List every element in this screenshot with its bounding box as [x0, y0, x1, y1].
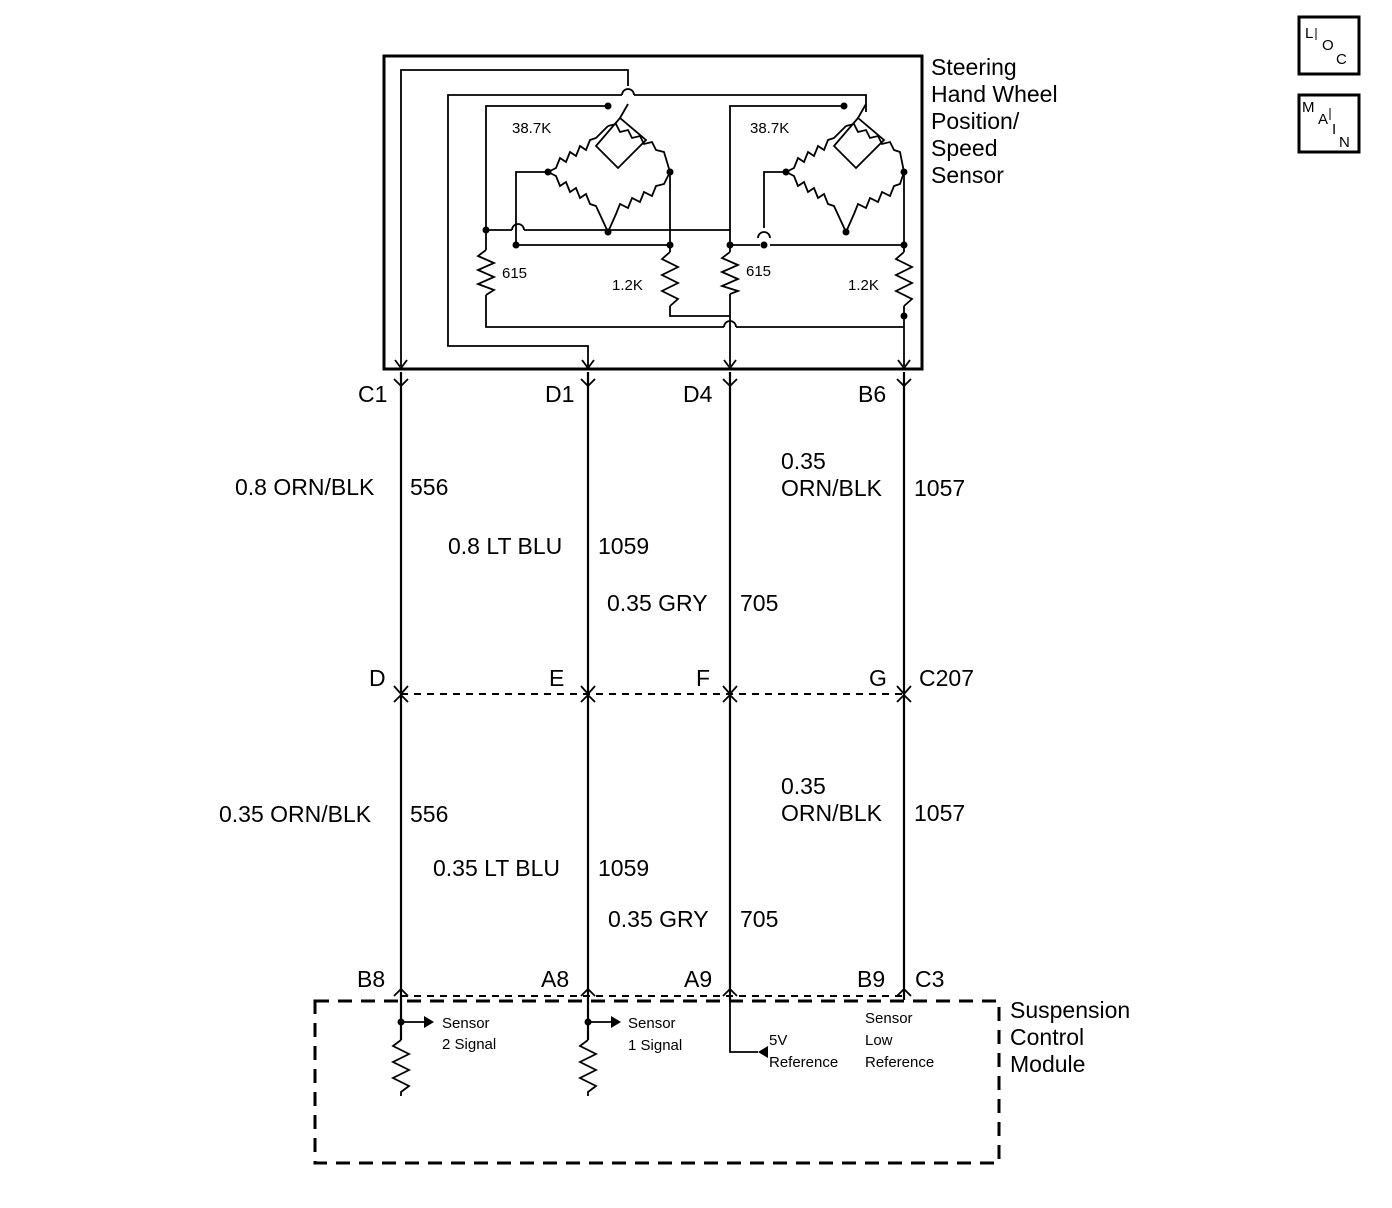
- sensor-housing: [382, 54, 924, 371]
- svg-text:Sensor: Sensor: [865, 1010, 913, 1027]
- resistor-12k-right: 1.2K: [848, 251, 915, 307]
- svg-text:Low: Low: [865, 1032, 893, 1049]
- wire-556-lower-color: 0.35 ORN/BLK: [219, 801, 372, 827]
- svg-text:N: N: [1339, 134, 1350, 151]
- wire-556-upper-color: 0.8 ORN/BLK: [235, 474, 375, 500]
- svg-text:C: C: [1336, 51, 1347, 68]
- upper-wire-labels: 0.8 ORN/BLK 556 0.8 LT BLU 1059 0.35 GRY…: [235, 448, 965, 616]
- bridge-left: 38.7K: [512, 103, 671, 233]
- resistor-12k-left: 1.2K: [612, 251, 681, 307]
- wire-705-lower-color: 0.35 GRY: [608, 906, 709, 932]
- main-wires: [393, 372, 912, 1000]
- main-button[interactable]: M A I N: [1297, 93, 1361, 154]
- bridge-left-label: 38.7K: [512, 120, 551, 137]
- svg-text:Module: Module: [1010, 1051, 1085, 1077]
- svg-text:Position/: Position/: [931, 108, 1020, 134]
- wire-1059-upper-color: 0.8 LT BLU: [448, 533, 562, 559]
- sensor-internal-wiring: [400, 69, 905, 366]
- junction-dots: [482, 102, 908, 320]
- c207-pin-f: F: [696, 665, 710, 691]
- module-terminals: B8 A8 A9 B9 C3: [357, 966, 944, 997]
- svg-text:Control: Control: [1010, 1024, 1084, 1050]
- lower-wire-labels: 0.35 ORN/BLK 556 0.35 LT BLU 1059 0.35 G…: [219, 773, 965, 932]
- c207-name: C207: [919, 665, 974, 691]
- svg-text:Steering: Steering: [931, 54, 1017, 80]
- wire-556-upper-circuit: 556: [410, 474, 448, 500]
- wire-1057-lower-circuit: 1057: [914, 800, 965, 826]
- terminal-a9: A9: [684, 966, 712, 992]
- svg-text:A: A: [1318, 111, 1328, 128]
- wire-1059-upper-circuit: 1059: [598, 533, 649, 559]
- svg-text:1.2K: 1.2K: [848, 277, 879, 294]
- svg-text:I: I: [1332, 121, 1336, 138]
- svg-text:L: L: [1305, 25, 1313, 42]
- wire-705-upper-color: 0.35 GRY: [607, 590, 708, 616]
- svg-text:Speed: Speed: [931, 135, 998, 161]
- wire-705-upper-circuit: 705: [740, 590, 778, 616]
- loc-button[interactable]: L O C: [1297, 15, 1361, 76]
- svg-text:M: M: [1302, 99, 1315, 116]
- module-housing: [313, 999, 1001, 1165]
- resistor-615-left: 615: [475, 249, 527, 296]
- terminal-b9: B9: [857, 966, 885, 992]
- terminal-c1: C1: [358, 381, 387, 407]
- svg-text:2 Signal: 2 Signal: [442, 1036, 496, 1053]
- terminal-d4: D4: [683, 381, 713, 407]
- c207-pin-d: D: [369, 665, 386, 691]
- terminal-b6: B6: [858, 381, 886, 407]
- wire-556-lower-circuit: 556: [410, 801, 448, 827]
- svg-text:Reference: Reference: [865, 1054, 934, 1071]
- svg-text:1.2K: 1.2K: [612, 277, 643, 294]
- connector-c207: D E F G C207: [369, 665, 974, 703]
- module-title: Suspension Control Module: [1010, 997, 1130, 1077]
- wire-1057-upper-circuit: 1057: [914, 475, 965, 501]
- wire-1057-lower-color: ORN/BLK: [781, 800, 883, 826]
- module-sensor2-circuit: Sensor 2 Signal: [390, 1000, 496, 1096]
- svg-text:Sensor: Sensor: [931, 162, 1004, 188]
- wire-1059-lower-circuit: 1059: [598, 855, 649, 881]
- svg-text:Reference: Reference: [769, 1054, 838, 1071]
- svg-text:1 Signal: 1 Signal: [628, 1037, 682, 1054]
- sensor-title: Steering Hand Wheel Position/ Speed Sens…: [931, 54, 1058, 188]
- wire-1057-upper-gauge: 0.35: [781, 448, 826, 474]
- svg-text:Hand Wheel: Hand Wheel: [931, 81, 1058, 107]
- module-low-reference-label: Sensor Low Reference: [865, 1010, 934, 1071]
- nav-button-dividers: [1315, 28, 1331, 120]
- svg-text:5V: 5V: [769, 1032, 787, 1049]
- svg-text:615: 615: [746, 263, 771, 280]
- terminal-d1: D1: [545, 381, 574, 407]
- module-connector-c3: C3: [915, 966, 944, 992]
- svg-text:Sensor: Sensor: [442, 1015, 490, 1032]
- bridge-right: 38.7K: [750, 103, 905, 233]
- terminal-a8: A8: [541, 966, 569, 992]
- svg-text:Sensor: Sensor: [628, 1015, 676, 1032]
- svg-text:Suspension: Suspension: [1010, 997, 1130, 1023]
- svg-text:O: O: [1322, 37, 1334, 54]
- svg-text:615: 615: [502, 265, 527, 282]
- wire-1057-upper-color: ORN/BLK: [781, 475, 883, 501]
- sensor-terminal-arrows: [394, 359, 911, 370]
- c207-pin-g: G: [869, 665, 887, 691]
- terminal-b8: B8: [357, 966, 385, 992]
- wire-705-lower-circuit: 705: [740, 906, 778, 932]
- wire-1059-lower-color: 0.35 LT BLU: [433, 855, 560, 881]
- bridge-right-label: 38.7K: [750, 120, 789, 137]
- module-sensor1-circuit: Sensor 1 Signal: [577, 1000, 682, 1096]
- resistor-615-right: 615: [719, 251, 771, 295]
- wire-1057-lower-gauge: 0.35: [781, 773, 826, 799]
- c207-pin-e: E: [549, 665, 564, 691]
- module-5v-reference-circuit: 5V Reference: [729, 1000, 838, 1071]
